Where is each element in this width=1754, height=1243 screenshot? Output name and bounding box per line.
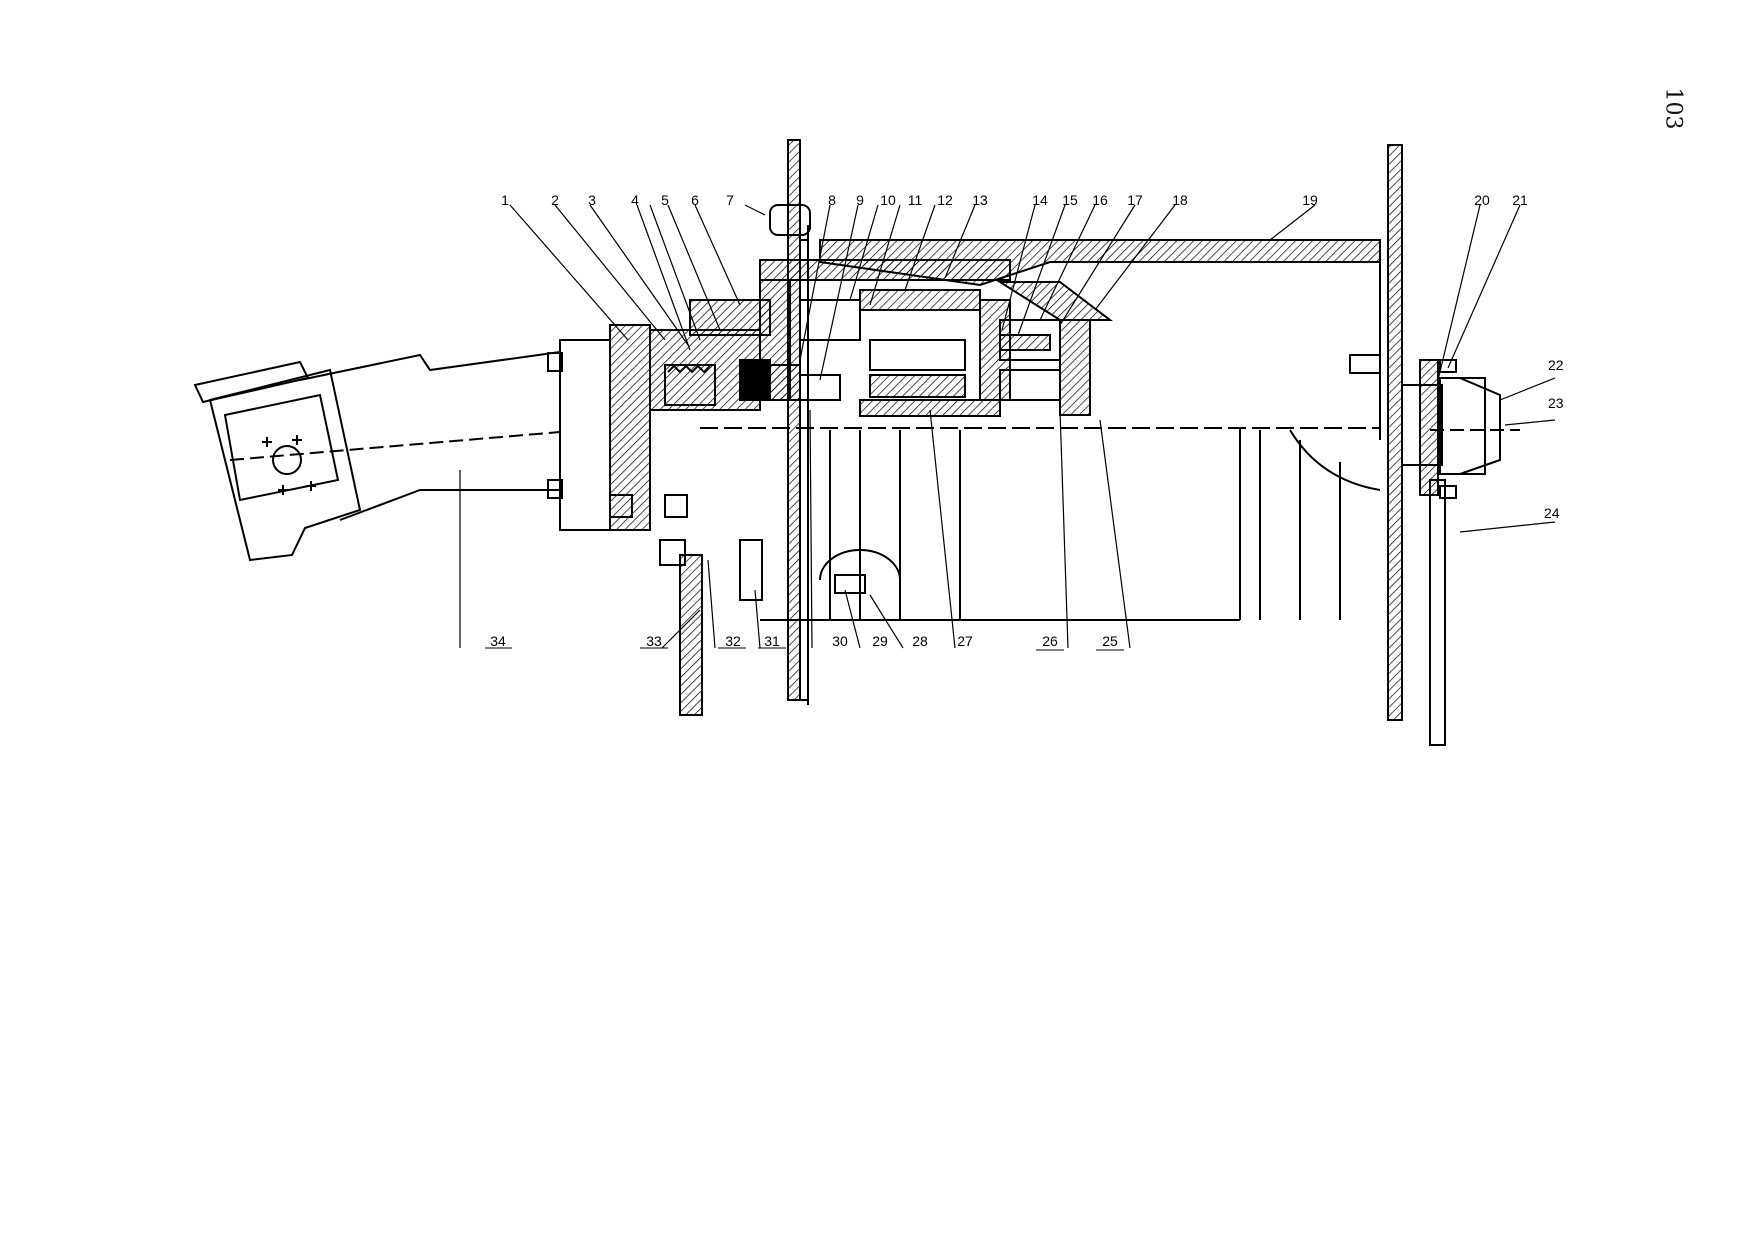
label-11: 11 — [908, 192, 923, 208]
label-25: 25 — [1102, 633, 1118, 649]
label-34: 34 — [490, 633, 506, 649]
label-7: 7 — [726, 192, 734, 208]
label-2: 2 — [551, 192, 559, 208]
label-26: 26 — [1042, 633, 1058, 649]
page-number: 103 — [1660, 87, 1686, 130]
label-17: 17 — [1127, 192, 1143, 208]
label-28: 28 — [912, 633, 928, 649]
label-4: 4 — [631, 192, 639, 208]
label-33: 33 — [646, 633, 662, 649]
label-9: 9 — [856, 192, 864, 208]
label-6: 6 — [691, 192, 699, 208]
label-23: 23 — [1548, 395, 1564, 411]
brake-assembly — [649, 299, 841, 411]
label-13: 13 — [972, 192, 988, 208]
label-5: 5 — [661, 192, 669, 208]
part-labels: 1 2 3 4 5 6 7 8 9 10 11 12 13 14 15 16 1… — [490, 192, 1564, 649]
label-15: 15 — [1062, 192, 1078, 208]
label-21: 21 — [1512, 192, 1528, 208]
label-14: 14 — [1032, 192, 1048, 208]
label-18: 18 — [1172, 192, 1188, 208]
label-16: 16 — [1092, 192, 1108, 208]
label-19: 19 — [1302, 192, 1318, 208]
motor-flange — [547, 324, 688, 531]
right-bearing-support — [1401, 359, 1520, 746]
label-10: 10 — [880, 192, 896, 208]
label-underlines — [485, 647, 1124, 651]
label-29: 29 — [872, 633, 888, 649]
label-32: 32 — [725, 633, 741, 649]
reducer-housing — [759, 259, 1113, 417]
right-drum-flange — [1349, 144, 1403, 721]
label-27: 27 — [957, 633, 973, 649]
base-plate-left — [659, 539, 763, 716]
label-3: 3 — [588, 192, 596, 208]
drum-shell — [700, 239, 1381, 621]
label-8: 8 — [828, 192, 836, 208]
label-12: 12 — [937, 192, 953, 208]
label-30: 30 — [832, 633, 848, 649]
label-1: 1 — [501, 192, 509, 208]
label-24: 24 — [1544, 505, 1560, 521]
label-20: 20 — [1474, 192, 1490, 208]
leader-lines — [459, 204, 1556, 649]
label-22: 22 — [1548, 357, 1564, 373]
hydraulic-motor — [193, 351, 561, 562]
label-31: 31 — [764, 633, 780, 649]
